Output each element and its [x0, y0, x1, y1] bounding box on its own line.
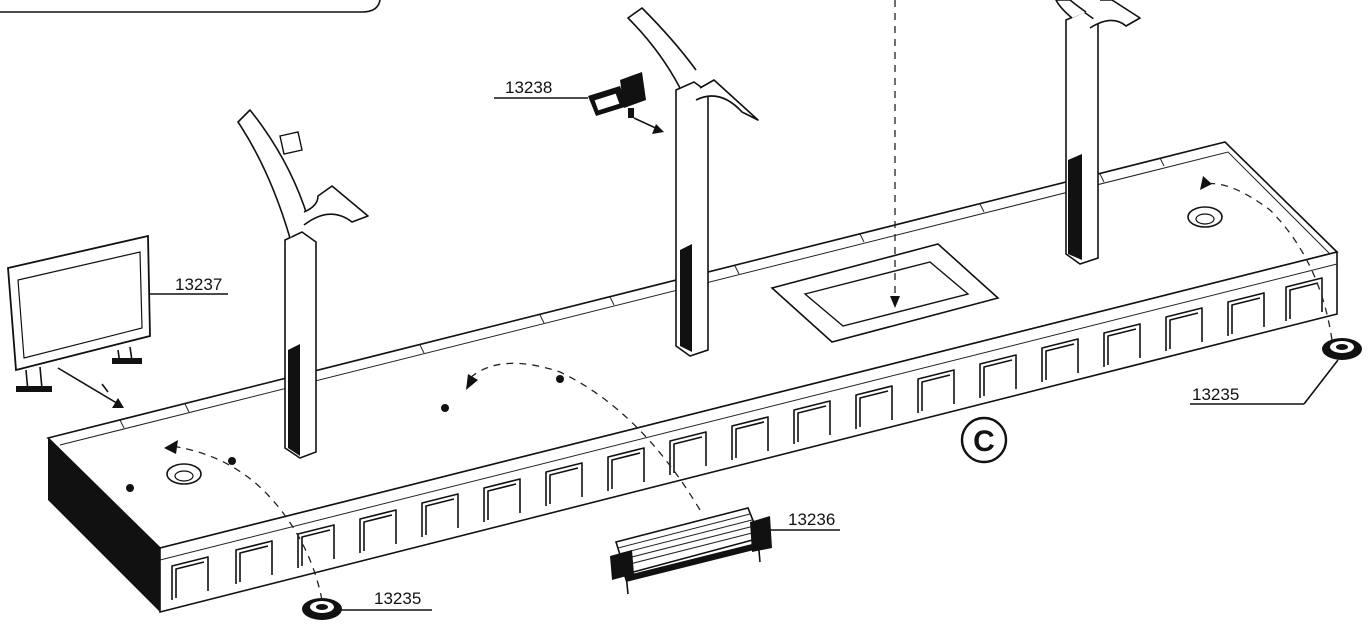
assembly-paths: [57, 0, 1333, 601]
bench-part: [610, 507, 772, 595]
post-right: [1055, 0, 1141, 265]
post-left: [237, 109, 369, 459]
base-disc-front: [302, 598, 342, 620]
arcade-panels: [171, 277, 1323, 600]
camera-part: [588, 72, 646, 118]
mounting-holes: [126, 206, 1223, 492]
part-label-camera: 13238: [505, 78, 552, 97]
leader-lines: [150, 97, 1339, 611]
part-label-sign: 13237: [175, 275, 222, 294]
platform-cutout: [770, 243, 1000, 343]
corner-frame: [0, 0, 381, 13]
part-label-base-front: 13235: [374, 589, 421, 608]
sign-board: [7, 234, 151, 393]
base-disc-right: [1322, 338, 1362, 360]
callout-c: C: [960, 416, 1008, 464]
callout-c-label: C: [973, 425, 995, 458]
part-label-bench: 13236: [788, 510, 835, 529]
post-center: [627, 7, 759, 357]
part-label-base-right: 13235: [1192, 385, 1239, 404]
